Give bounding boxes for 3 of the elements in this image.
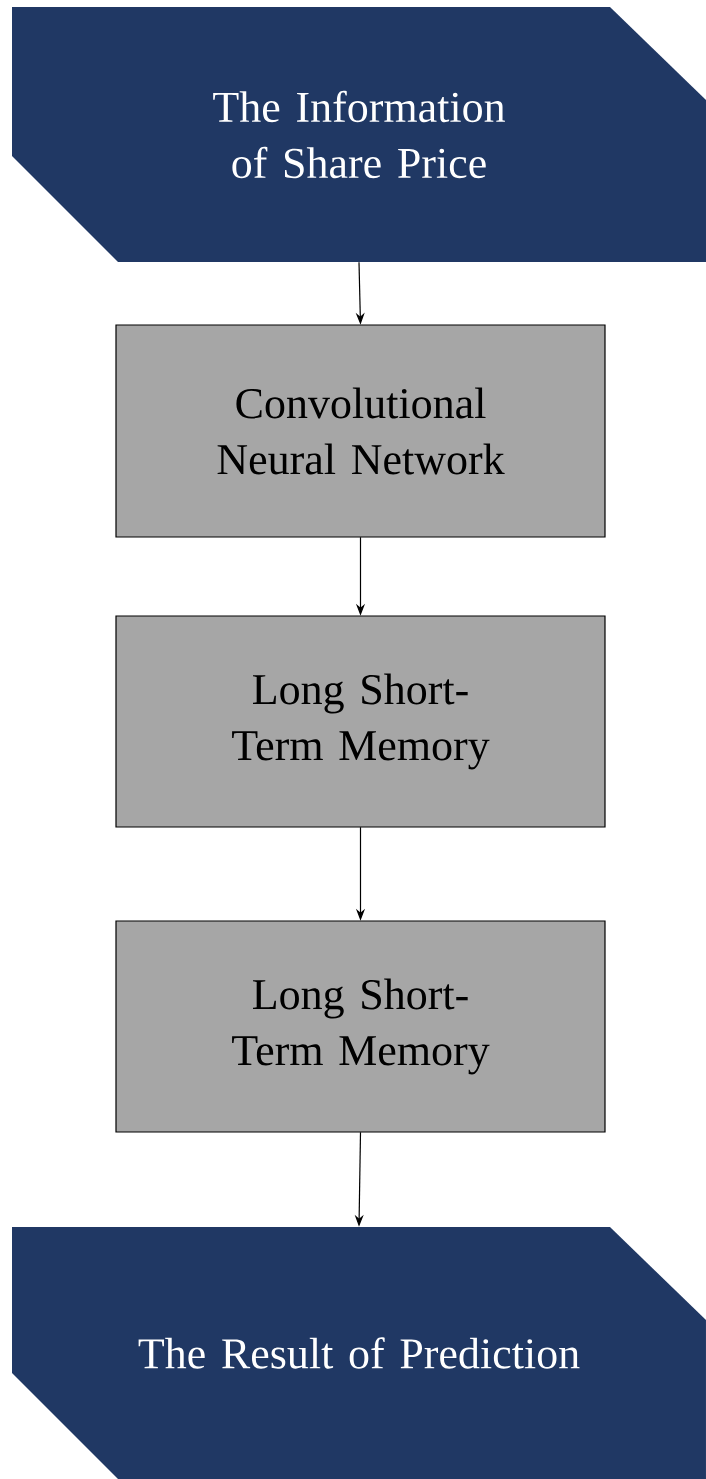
process-box: Convolutional Neural Network: [115, 324, 606, 538]
process-box: Long Short-Term Memory: [115, 920, 606, 1133]
process-box: Long Short-Term Memory: [115, 615, 606, 828]
